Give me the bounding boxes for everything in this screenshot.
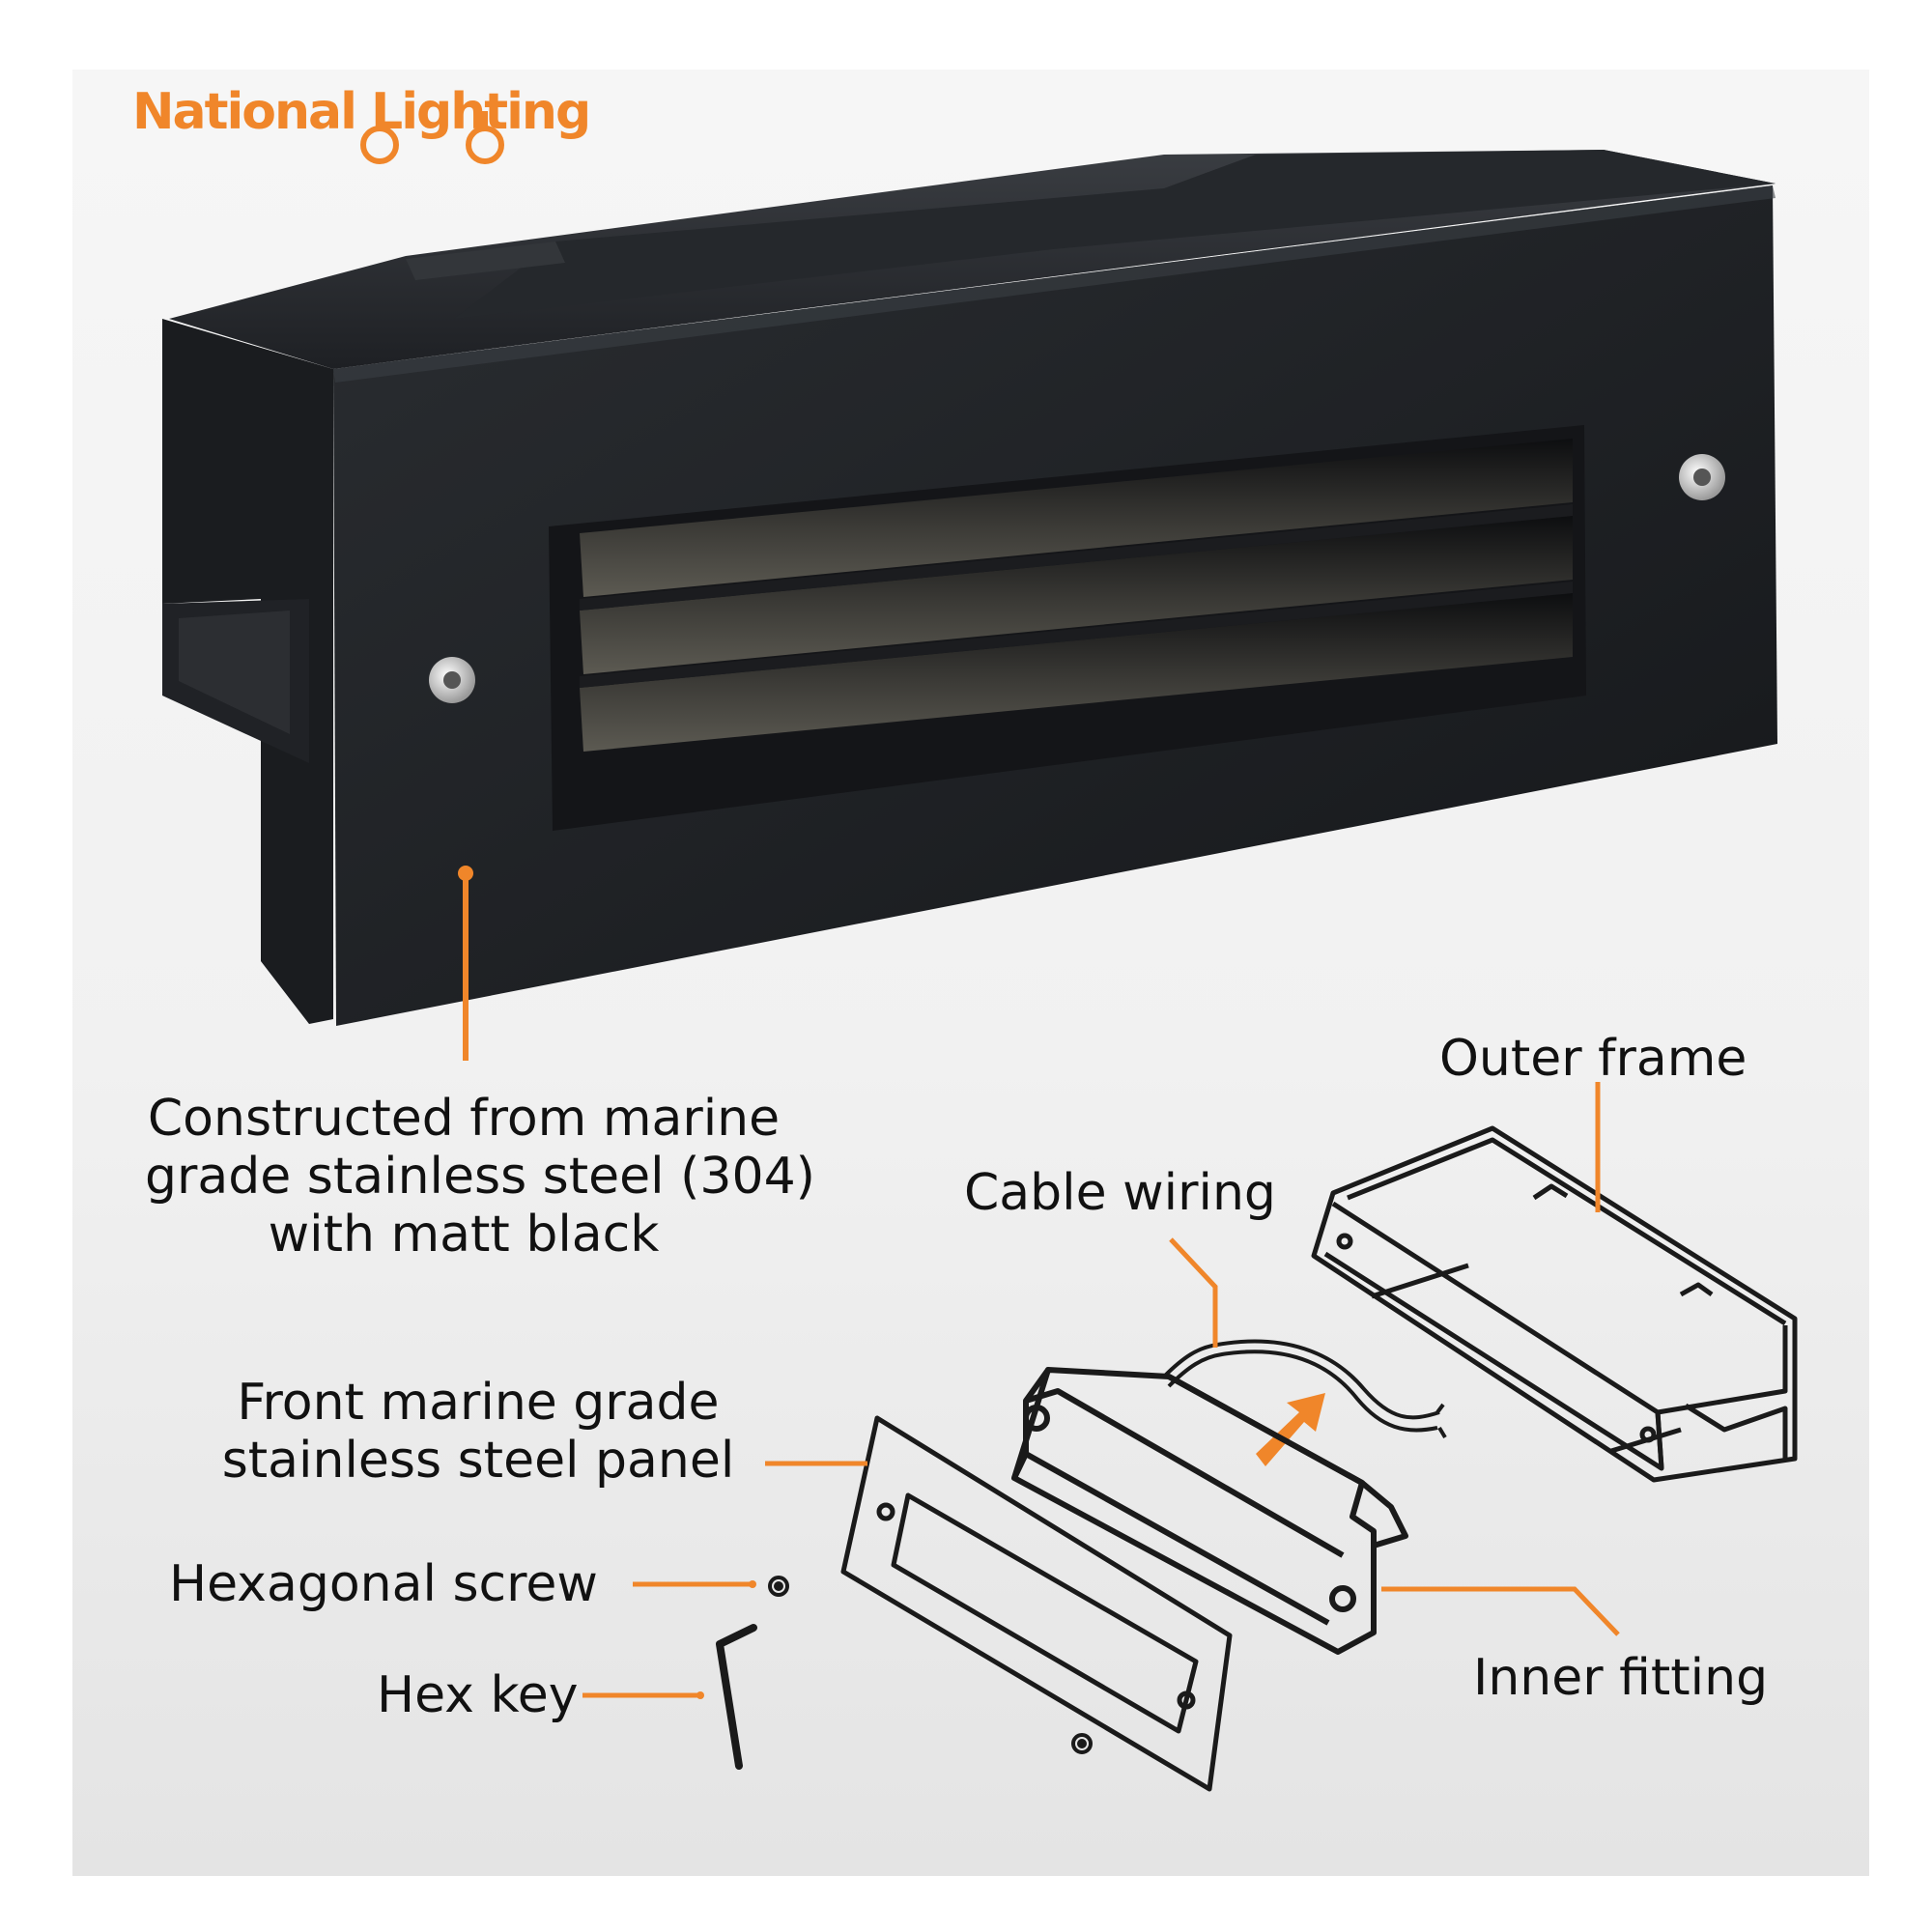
inner-fitting-callout-line bbox=[1381, 1586, 1620, 1636]
logo-bulb-icon bbox=[360, 111, 504, 164]
brand-logo: National Lighting bbox=[132, 83, 591, 141]
housing-side bbox=[162, 319, 333, 1024]
louvre-slot-2 bbox=[580, 516, 1573, 674]
brick-light-photo bbox=[162, 150, 1777, 1026]
front-panel-label-line: stainless steel panel bbox=[221, 1432, 735, 1490]
cable-wiring-drawing bbox=[1162, 1339, 1447, 1439]
material-label-line: Constructed from marine bbox=[147, 1090, 781, 1148]
hex-screw-label: Hexagonal screw bbox=[169, 1555, 598, 1613]
front-panel-drawing bbox=[840, 1415, 1233, 1792]
front-panel-label-line: Front marine grade bbox=[237, 1374, 720, 1432]
front-screw-icon bbox=[1679, 454, 1725, 500]
hex-key-icon bbox=[716, 1624, 757, 1770]
outer-frame-drawing bbox=[1311, 1125, 1798, 1483]
material-callout-line bbox=[458, 866, 473, 1061]
material-label-line: with matt black bbox=[268, 1206, 660, 1264]
front-screw-icon bbox=[429, 657, 475, 703]
inner-fitting-label: Inner fitting bbox=[1473, 1649, 1769, 1707]
louvre-slot-3 bbox=[580, 593, 1573, 752]
inner-fitting-drawing bbox=[1011, 1367, 1408, 1655]
cable-wiring-label: Cable wiring bbox=[964, 1164, 1276, 1222]
cable-wiring-callout-line bbox=[1169, 1237, 1218, 1348]
material-label-line: grade stainless steel (304) bbox=[145, 1148, 815, 1206]
front-panel-label: Front marine grade stainless steel panel bbox=[208, 1374, 749, 1490]
outer-frame-label: Outer frame bbox=[1439, 1030, 1747, 1088]
hex-screw-callout-line bbox=[633, 1580, 756, 1588]
hex-screw-icon bbox=[768, 1576, 1093, 1754]
hex-key-callout-line bbox=[582, 1691, 704, 1699]
material-label: Constructed from marine grade stainless … bbox=[145, 1090, 815, 1264]
insertion-arrow-icon bbox=[1256, 1393, 1325, 1466]
housing-top-plate bbox=[454, 150, 1776, 319]
louvre-slot-1 bbox=[580, 439, 1573, 597]
hex-key-label: Hex key bbox=[377, 1666, 579, 1724]
